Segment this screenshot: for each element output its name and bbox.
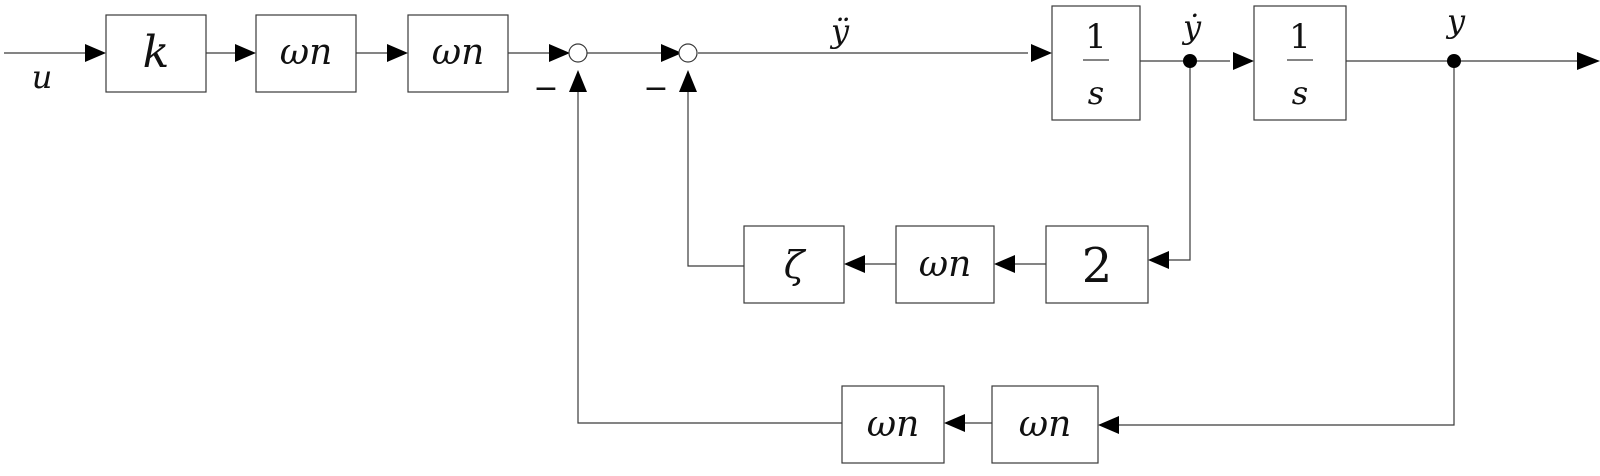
arrow-into-integrator1 <box>1031 44 1052 62</box>
y-double-dot-label: ÿ <box>829 12 850 50</box>
integrator-1-numerator: 1 <box>1085 17 1107 57</box>
omega-feedback-left-label: ωn <box>867 404 920 445</box>
output-signal-label: y <box>1445 2 1466 40</box>
gain-k-label: k <box>143 27 170 78</box>
gain-block-two <box>1045 225 1149 304</box>
omega-feedback-right-label: ωn <box>1019 404 1072 445</box>
sum2-minus-sign: − <box>643 71 668 106</box>
zeta-block <box>743 225 845 304</box>
omega-2-label: ωn <box>432 32 485 73</box>
arrow-into-omega1 <box>235 44 256 62</box>
arrow-into-sum1 <box>549 44 570 62</box>
arrow-into-sum1-bottom <box>569 70 587 92</box>
wire-y-feedback <box>1110 61 1455 426</box>
integrator-1-denominator: s <box>1088 74 1104 112</box>
integrator-block-1 <box>1051 5 1141 121</box>
sum1-minus-sign: − <box>533 71 558 106</box>
arrow-into-omega-inner <box>994 255 1015 273</box>
arrow-into-sum2-bottom <box>679 70 697 92</box>
summing-junction-2 <box>678 43 698 63</box>
omega-block-inner <box>895 225 995 304</box>
wire-omega-fb-to-sum1 <box>577 88 842 424</box>
arrow-into-sum2 <box>661 44 682 62</box>
integrator-2-numerator: 1 <box>1289 17 1311 57</box>
branch-point-y <box>1447 54 1461 68</box>
omega-inner-label: ωn <box>919 244 972 285</box>
omega-block-feedback-left <box>841 385 945 464</box>
integrator-2-denominator: s <box>1292 74 1308 112</box>
arrow-into-omega2 <box>387 44 408 62</box>
wire-zeta-to-sum2 <box>687 88 744 267</box>
arrow-into-k <box>85 44 106 62</box>
input-signal-label: u <box>32 58 53 96</box>
arrow-into-omega-fb-left <box>944 414 965 432</box>
branch-point-ydot <box>1183 54 1197 68</box>
summing-junction-1 <box>568 43 588 63</box>
omega-block-feedback-right <box>991 385 1099 464</box>
integrator-block-2 <box>1253 5 1347 121</box>
arrow-into-zeta <box>844 255 865 273</box>
two-label: 2 <box>1082 238 1113 294</box>
arrow-output <box>1577 52 1600 70</box>
zeta-label: ζ <box>784 243 807 287</box>
arrow-into-two <box>1148 251 1169 269</box>
omega-1-label: ωn <box>280 32 333 73</box>
gain-block-k <box>105 14 207 93</box>
arrowheads <box>85 44 1600 434</box>
omega-block-1 <box>255 14 357 93</box>
wire-ydot-feedback <box>1160 61 1191 261</box>
omega-block-2 <box>407 14 509 93</box>
y-dot-label: ẏ <box>1181 8 1202 46</box>
arrow-into-omega-fb-right <box>1098 416 1119 434</box>
arrow-into-integrator2 <box>1233 52 1254 70</box>
connection-wires <box>4 52 1578 426</box>
